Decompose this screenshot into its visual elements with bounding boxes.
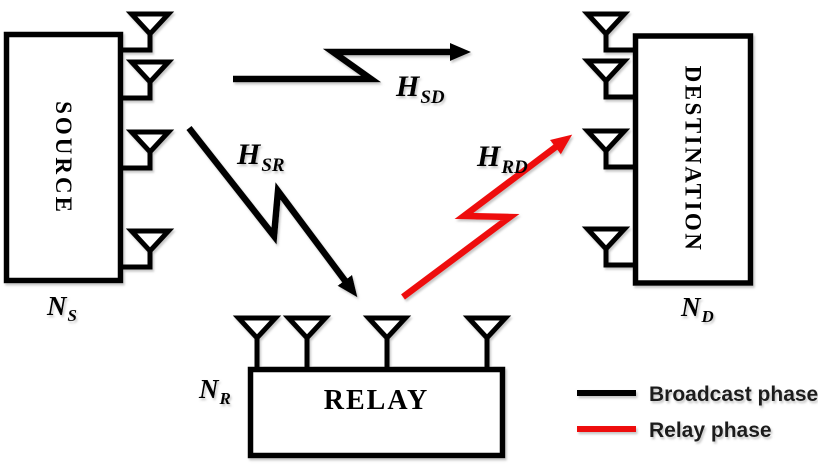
sr-arrow-line [186, 125, 358, 298]
destination-box [632, 33, 754, 286]
relay-box [247, 366, 506, 459]
antenna-icon [232, 315, 282, 368]
relay-node: RELAY NR [198, 315, 512, 459]
sr-channel-label: HSR [236, 138, 285, 176]
destination-antenna-count: ND [680, 292, 714, 326]
antenna-icon [581, 226, 633, 268]
rd-channel-label: HRD [476, 140, 528, 178]
antenna-icon [122, 11, 175, 53]
legend-item-relay: Relay phase [577, 419, 772, 442]
legend-label-relay: Relay phase [649, 419, 772, 442]
antenna-icon [581, 58, 633, 100]
sd-arrow-line [233, 43, 471, 83]
antenna-icon [122, 59, 175, 101]
legend-label-broadcast: Broadcast phase [649, 383, 818, 406]
antenna-icon [462, 315, 512, 368]
relay-box-label: RELAY [324, 385, 429, 416]
legend: Broadcast phase Relay phase [577, 383, 818, 442]
antenna-icon [581, 128, 633, 170]
channel-arrow-rd: HRD [401, 134, 573, 300]
antenna-icon [282, 315, 332, 368]
relay-antenna-count: NR [198, 374, 231, 408]
source-antenna-count: NS [46, 291, 77, 325]
channel-arrow-sr: HSR [186, 125, 358, 298]
source-box [3, 31, 124, 284]
rd-arrow-line [401, 134, 573, 300]
sd-channel-label: HSD [395, 70, 445, 108]
source-box-label: SOURCE [51, 101, 76, 215]
antenna-icon [122, 129, 175, 171]
antenna-icon [362, 315, 412, 368]
destination-node: DESTINATION ND [581, 11, 754, 326]
source-node: SOURCE NS [3, 11, 175, 325]
channel-arrow-sd: HSD [233, 43, 471, 108]
antenna-icon [581, 11, 633, 53]
legend-item-broadcast: Broadcast phase [577, 383, 818, 406]
destination-box-label: DESTINATION [681, 66, 706, 253]
antenna-icon [122, 228, 175, 270]
